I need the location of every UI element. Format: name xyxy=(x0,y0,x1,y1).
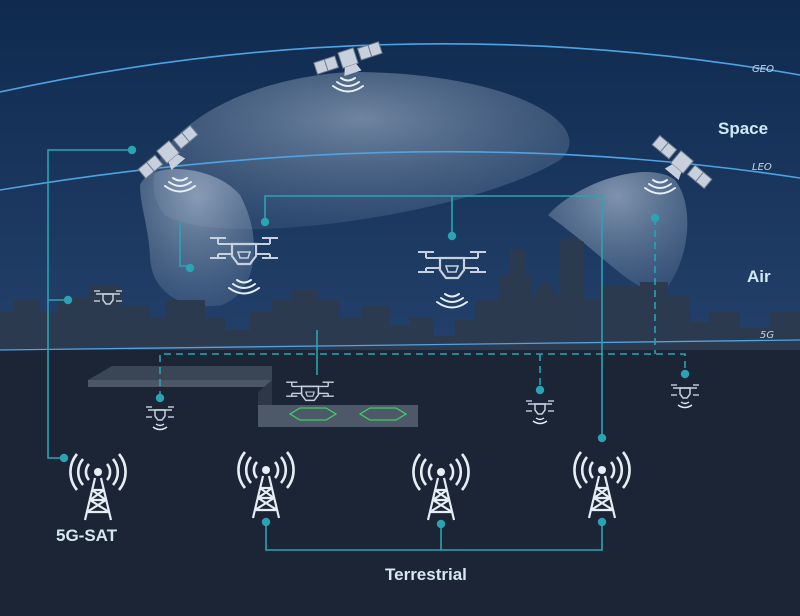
geo-coverage-beam xyxy=(153,72,570,230)
leo-coverage-beam-right xyxy=(548,172,688,292)
city-skyline xyxy=(0,236,800,350)
geo-label: GEO xyxy=(752,64,774,75)
leo-label: LEO xyxy=(752,162,772,173)
air-to-terrestrial-link xyxy=(264,195,603,437)
dashed-air-links xyxy=(159,218,686,398)
link-dots xyxy=(59,145,690,529)
sat-link xyxy=(47,149,132,459)
landing-pad-left xyxy=(288,407,338,421)
landing-platform xyxy=(258,405,418,427)
space-label: Space xyxy=(718,119,769,138)
5g-sat-label: 5G-SAT xyxy=(56,526,118,545)
geo-orbit xyxy=(0,42,800,93)
rooftop-top xyxy=(88,366,272,380)
rooftop-face xyxy=(88,380,272,387)
5g-label: 5G xyxy=(760,330,775,341)
leo-coverage-beam-left xyxy=(140,168,255,307)
ground xyxy=(0,345,800,616)
landing-pad-right xyxy=(358,407,408,421)
5g-layer-line xyxy=(0,339,800,351)
air-label: Air xyxy=(747,267,771,286)
terrestrial-ring xyxy=(265,522,603,551)
terrestrial-label: Terrestrial xyxy=(385,565,467,584)
